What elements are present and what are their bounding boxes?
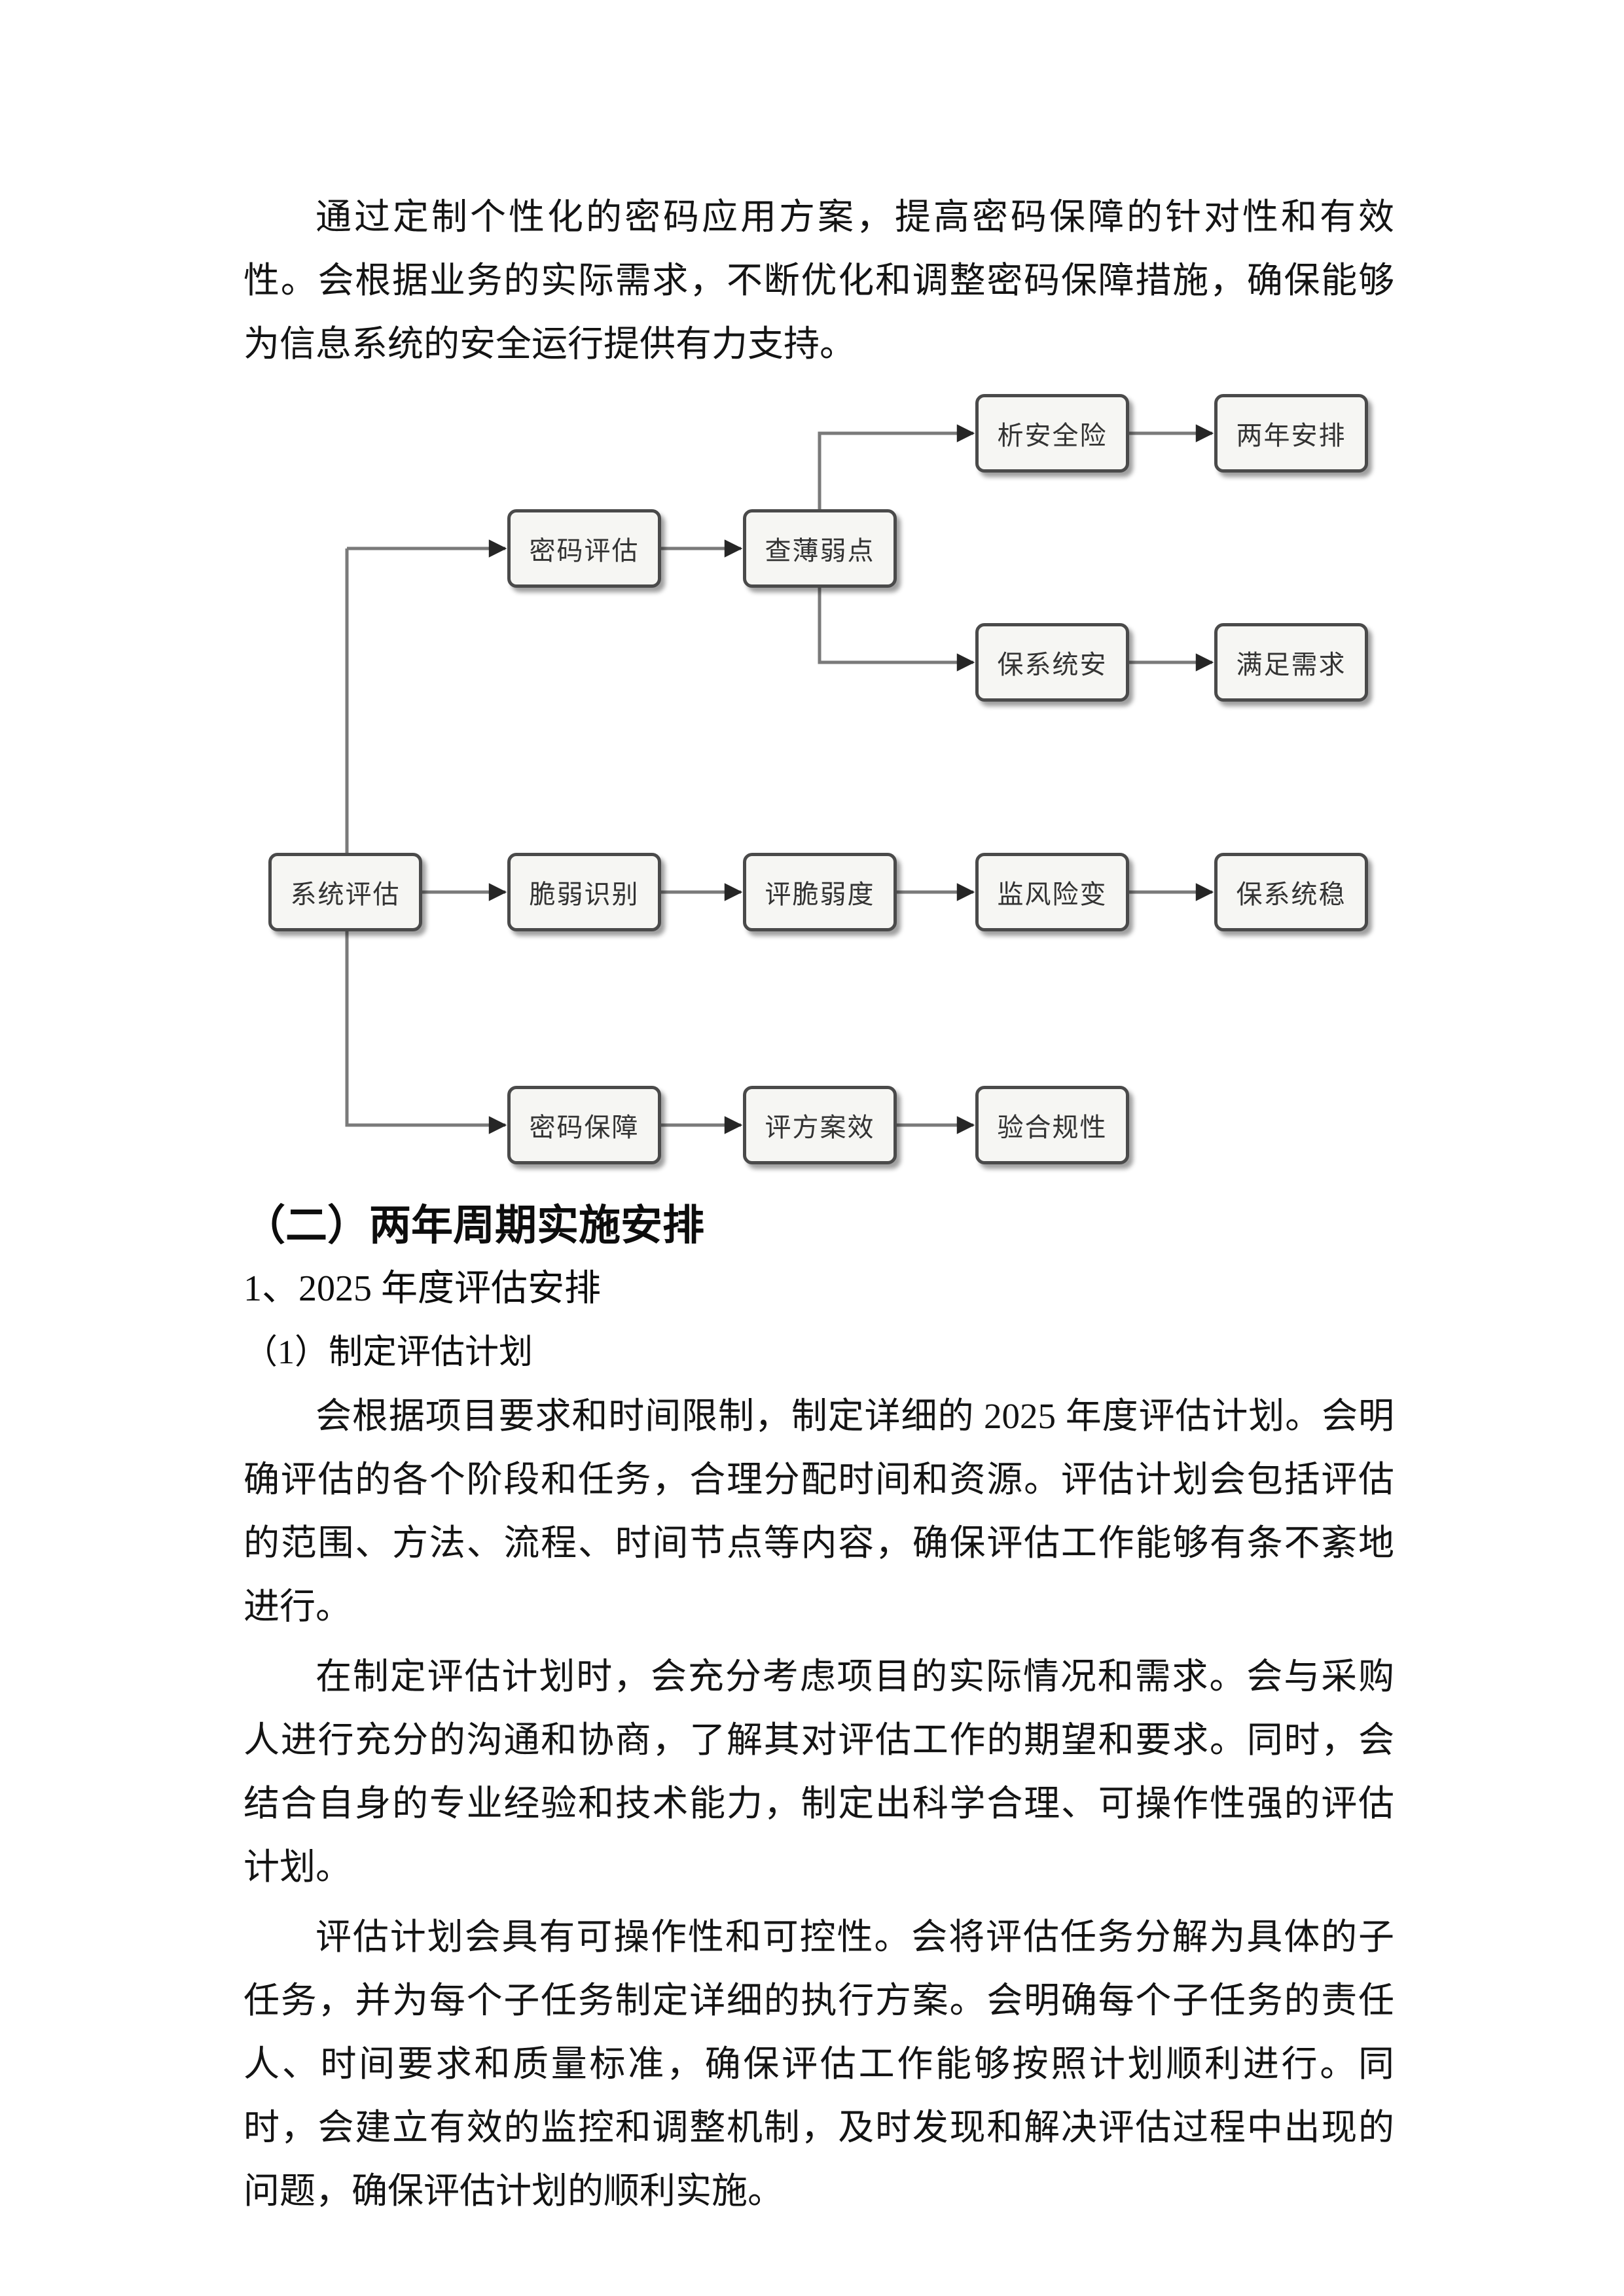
sub-heading-2025: 1、2025 年度评估安排 bbox=[244, 1268, 601, 1309]
node-password-assessment: 密码评估 bbox=[507, 509, 661, 588]
node-analyze-security-risk: 析安全险 bbox=[975, 394, 1129, 473]
node-vulnerability-rating: 评脆弱度 bbox=[743, 853, 897, 931]
node-vulnerability-identification: 脆弱识别 bbox=[507, 853, 661, 931]
node-monitor-risk-change: 监风险变 bbox=[975, 853, 1129, 931]
paragraph-plan-1: 会根据项目要求和时间限制，制定详细的 2025 年度评估计划。会明确评估的各个阶… bbox=[244, 1396, 1394, 1626]
item-heading-plan: （1）制定评估计划 bbox=[244, 1334, 533, 1371]
node-two-year-plan: 两年安排 bbox=[1214, 394, 1368, 473]
edge-find-weak-points-ensure-system-security bbox=[818, 588, 975, 672]
node-find-weak-points: 查薄弱点 bbox=[743, 509, 897, 588]
node-meet-requirements: 满足需求 bbox=[1214, 623, 1368, 702]
node-ensure-system-stability: 保系统稳 bbox=[1214, 853, 1368, 931]
flowchart-connectors bbox=[345, 424, 1214, 1134]
edge-find-weak-points-analyze-security-risk bbox=[818, 424, 975, 509]
node-verify-compliance: 验合规性 bbox=[975, 1086, 1129, 1164]
section-heading: （二）两年周期实施安排 bbox=[244, 1202, 704, 1249]
flowchart: 析安全险 两年安排 密码评估 查薄弱点 保系统安 满足需求 系统评估 脆弱识别 … bbox=[0, 376, 1624, 1194]
edge-system-assessment-password-protection bbox=[345, 548, 507, 1134]
node-password-protection: 密码保障 bbox=[507, 1086, 661, 1164]
node-system-assessment: 系统评估 bbox=[268, 853, 422, 931]
node-evaluate-plan-effect: 评方案效 bbox=[743, 1086, 897, 1164]
paragraph-plan-2: 在制定评估计划时，会充分考虑项目的实际情况和需求。会与采购人进行充分的沟通和协商… bbox=[244, 1657, 1394, 1887]
node-ensure-system-security: 保系统安 bbox=[975, 623, 1129, 702]
paragraph-plan-3: 评估计划会具有可操作性和可控性。会将评估任务分解为具体的子任务，并为每个子任务制… bbox=[244, 1917, 1394, 2211]
document-content: 通过定制个性化的密码应用方案，提高密码保障的针对性和有效性。会根据业务的实际需求… bbox=[244, 0, 1394, 2223]
paragraph-intro: 通过定制个性化的密码应用方案，提高密码保障的针对性和有效性。会根据业务的实际需求… bbox=[244, 197, 1394, 364]
